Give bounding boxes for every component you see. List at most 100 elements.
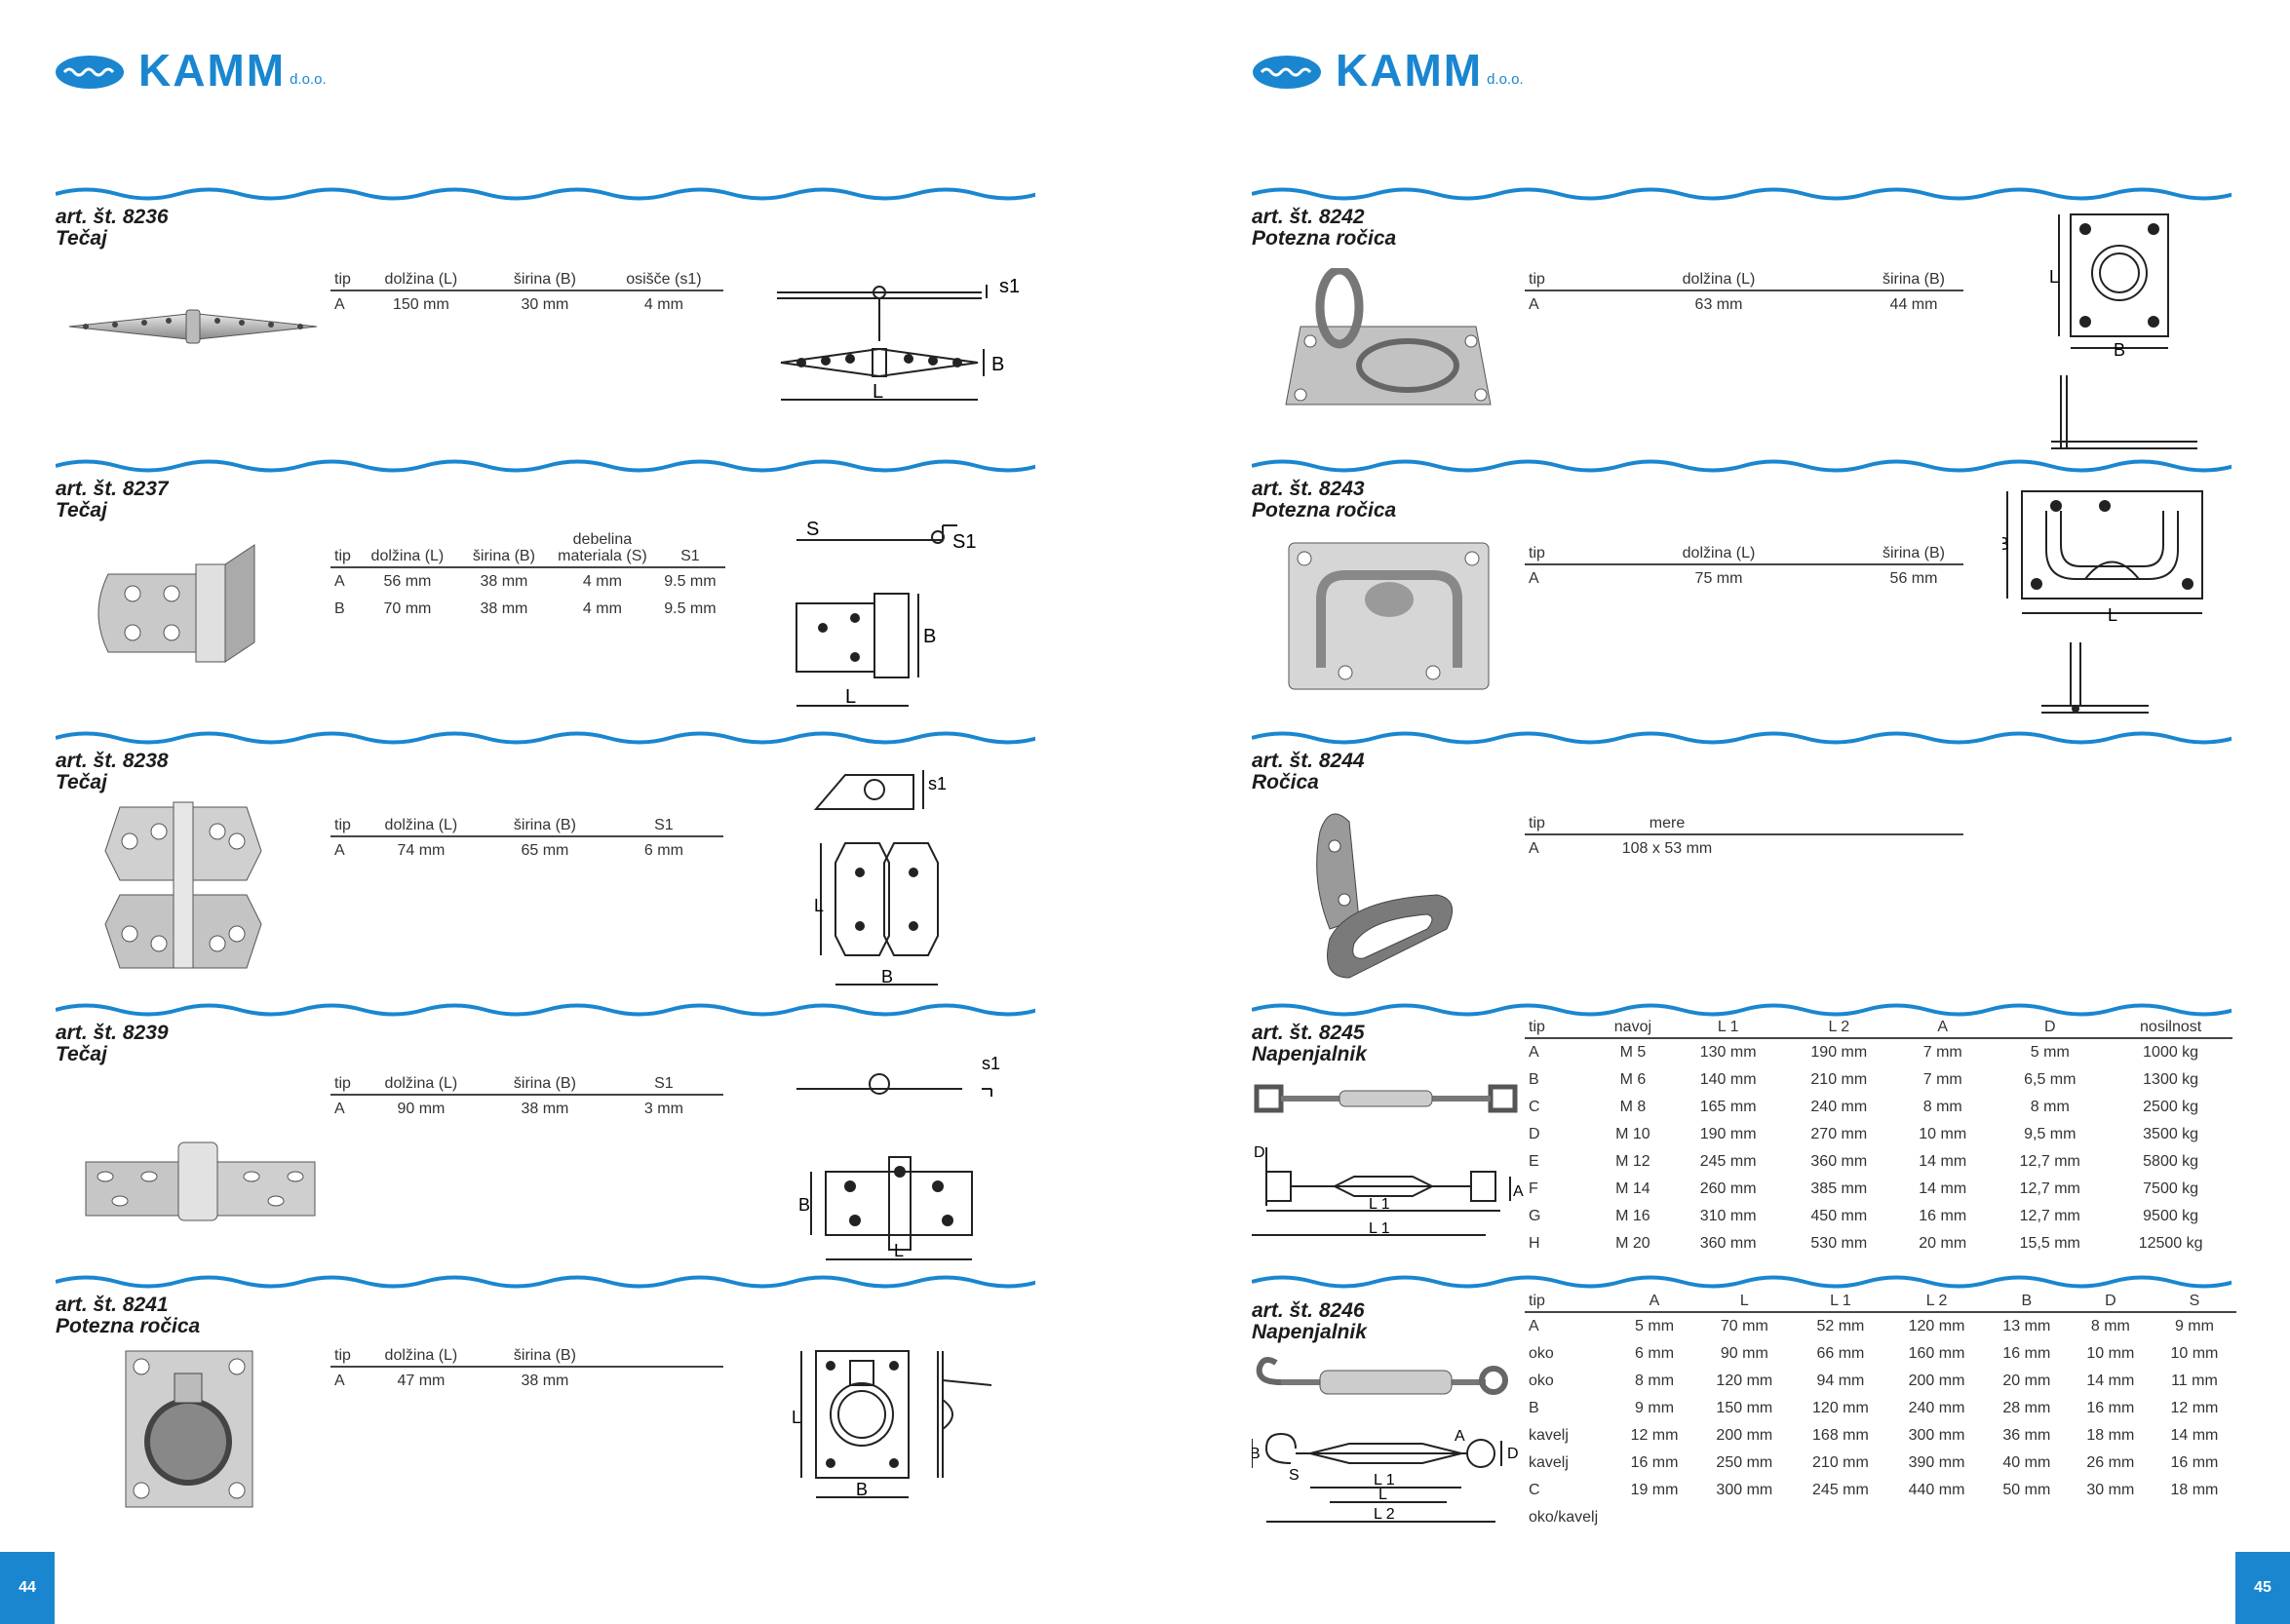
col-header: navoj (1593, 1019, 1673, 1039)
cell: 16 mm (2086, 1400, 2135, 1416)
cell: 530 mm (1810, 1235, 1868, 1252)
dim-label: S (806, 519, 819, 540)
cell: 210 mm (1810, 1071, 1868, 1088)
cell: 7500 kg (2143, 1180, 2199, 1197)
cell: 9,5 mm (2024, 1126, 2077, 1142)
cell: M 10 (1615, 1126, 1650, 1142)
cell: 14 mm (1919, 1153, 1967, 1170)
cell: 168 mm (1812, 1427, 1869, 1444)
cell: 360 mm (1810, 1153, 1868, 1170)
wave-divider (56, 459, 1035, 473)
col-header: D (1991, 1019, 2110, 1039)
cell: G (1529, 1208, 1541, 1224)
cell: 14 mm (2170, 1427, 2219, 1444)
section-8241: art. št. 8241 Potezna ročica tip dolžina… (56, 1273, 1040, 1566)
cell: 8 mm (1635, 1373, 1675, 1389)
article-name: Napenjalnik (1252, 1043, 1367, 1065)
cell: 250 mm (1716, 1454, 1773, 1471)
col-header: dolžina (L) (356, 1347, 485, 1368)
article-number: art. št. 8236 (56, 206, 169, 228)
article-title: art. št. 8242 Potezna ročica (1252, 207, 1396, 250)
cell: 12,7 mm (2019, 1180, 2080, 1197)
cell (1612, 1504, 1696, 1531)
article-title: art. št. 8241 Potezna ročica (56, 1295, 200, 1337)
cell: kavelj (1529, 1454, 1569, 1471)
cell: 4 mm (582, 600, 622, 617)
col-header: dolžina (L) (356, 817, 485, 837)
cell: 240 mm (1908, 1400, 1965, 1416)
cell: A (334, 296, 345, 313)
col-header: tip (1525, 1293, 1612, 1313)
spec-table: tip dolžina (L) širina (B) osišče (s1) A… (330, 271, 723, 319)
cell: 38 mm (480, 573, 528, 590)
cell: 36 mm (2002, 1427, 2051, 1444)
cell: A (1529, 1044, 1539, 1061)
dim-label: B (2002, 534, 2009, 554)
dim-label: L (845, 686, 856, 708)
wave-divider (1252, 187, 2232, 201)
dim-label: D (1507, 1446, 1519, 1462)
cell: 16 mm (1919, 1208, 1967, 1224)
section-8237: art. št. 8237 Tečaj tip dolžina (L) širi… (56, 457, 1040, 729)
col-header: dolžina (L) (356, 271, 485, 291)
col-header: L (1696, 1293, 1793, 1313)
article-number: art. št. 8239 (56, 1022, 169, 1044)
cell (604, 1367, 723, 1395)
col-header: tip (1525, 545, 1573, 565)
cell: 440 mm (1908, 1482, 1965, 1498)
article-name: Potezna ročica (1252, 227, 1397, 250)
cell: 245 mm (1812, 1482, 1869, 1498)
technical-drawing: S S1 B L (796, 519, 976, 708)
dim-label: L (894, 1241, 904, 1260)
spec-table: tip dolžina (L) širina (B) debelina mate… (330, 531, 725, 623)
strap-hinge-photo (68, 309, 318, 344)
cell: 160 mm (1908, 1345, 1965, 1362)
page-number-left: 44 (0, 1552, 55, 1624)
dim-label: B (881, 967, 893, 986)
col-header: osišče (s1) (603, 271, 723, 291)
table-row: A 108 x 53 mm (1525, 834, 1963, 863)
cell: 120 mm (1908, 1318, 1965, 1334)
cell: 190 mm (1699, 1126, 1757, 1142)
brand-suffix: d.o.o. (290, 71, 327, 88)
cell: 2500 kg (2143, 1099, 2199, 1115)
cell: M 8 (1619, 1099, 1647, 1115)
cell: 108 x 53 mm (1621, 840, 1713, 857)
spec-table: tip dolžina (L) širina (B) A 75 mm 56 mm (1525, 545, 1963, 593)
cell: 90 mm (1720, 1345, 1768, 1362)
dim-label: L 2 (1374, 1506, 1395, 1523)
cell: 9 mm (2174, 1318, 2214, 1334)
dim-label: L 1 (1369, 1196, 1390, 1213)
cell: 9.5 mm (664, 573, 717, 590)
cell: B (334, 600, 345, 617)
cell: 5 mm (2030, 1044, 2070, 1061)
cell: 385 mm (1810, 1180, 1868, 1197)
cell: 40 mm (2002, 1454, 2051, 1471)
article-name: Tečaj (56, 499, 107, 522)
cell: A (1529, 1318, 1539, 1334)
cell: 1300 kg (2143, 1071, 2199, 1088)
col-header: širina (B) (1864, 271, 1963, 291)
col-header: širina (B) (485, 271, 604, 291)
cell: 4 mm (643, 296, 683, 313)
cell: A (334, 842, 345, 859)
wave-divider (56, 187, 1035, 201)
col-header: širina (B) (485, 817, 604, 837)
col-header: L 1 (1672, 1019, 1784, 1039)
cell: 120 mm (1716, 1373, 1773, 1389)
col-header: tip (330, 817, 357, 837)
cell: 3500 kg (2143, 1126, 2199, 1142)
cell: 245 mm (1699, 1153, 1757, 1170)
cell: M 16 (1615, 1208, 1650, 1224)
cell: 14 mm (2086, 1373, 2135, 1389)
section-8238: art. št. 8238 Tečaj tip dolžina (L) širi… (56, 729, 1040, 1001)
cell: 56 mm (1889, 570, 1938, 587)
